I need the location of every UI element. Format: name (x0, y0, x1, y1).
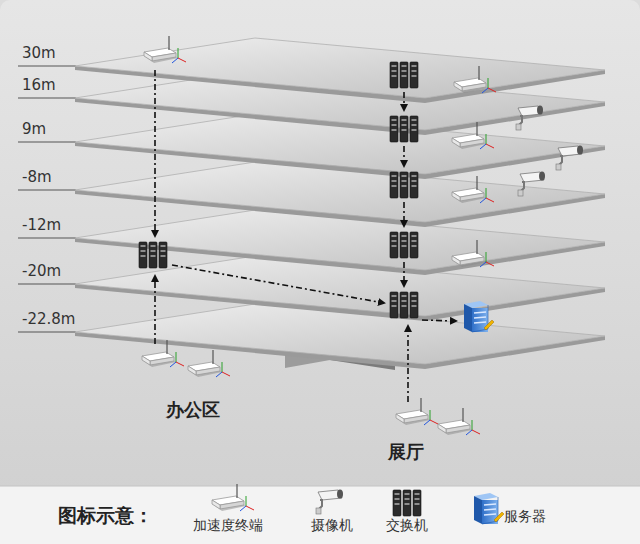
floor-height: -8m (22, 168, 52, 186)
floor-height: -22.8m (22, 310, 75, 328)
legend-label: 加速度终端 (193, 517, 263, 535)
legend-heading: 图标示意： (58, 503, 153, 529)
floor-height: 9m (22, 120, 46, 138)
zone-label: 展厅 (388, 440, 424, 464)
floor-height: 30m (22, 44, 56, 62)
floor-height: 16m (22, 76, 56, 94)
floor-height: -12m (22, 216, 61, 234)
legend-label: 服务器 (504, 508, 546, 526)
legend-label: 摄像机 (311, 517, 353, 535)
zone-label: 办公区 (166, 398, 220, 422)
legend-label: 交换机 (386, 517, 428, 535)
floor-height: -20m (22, 262, 61, 280)
